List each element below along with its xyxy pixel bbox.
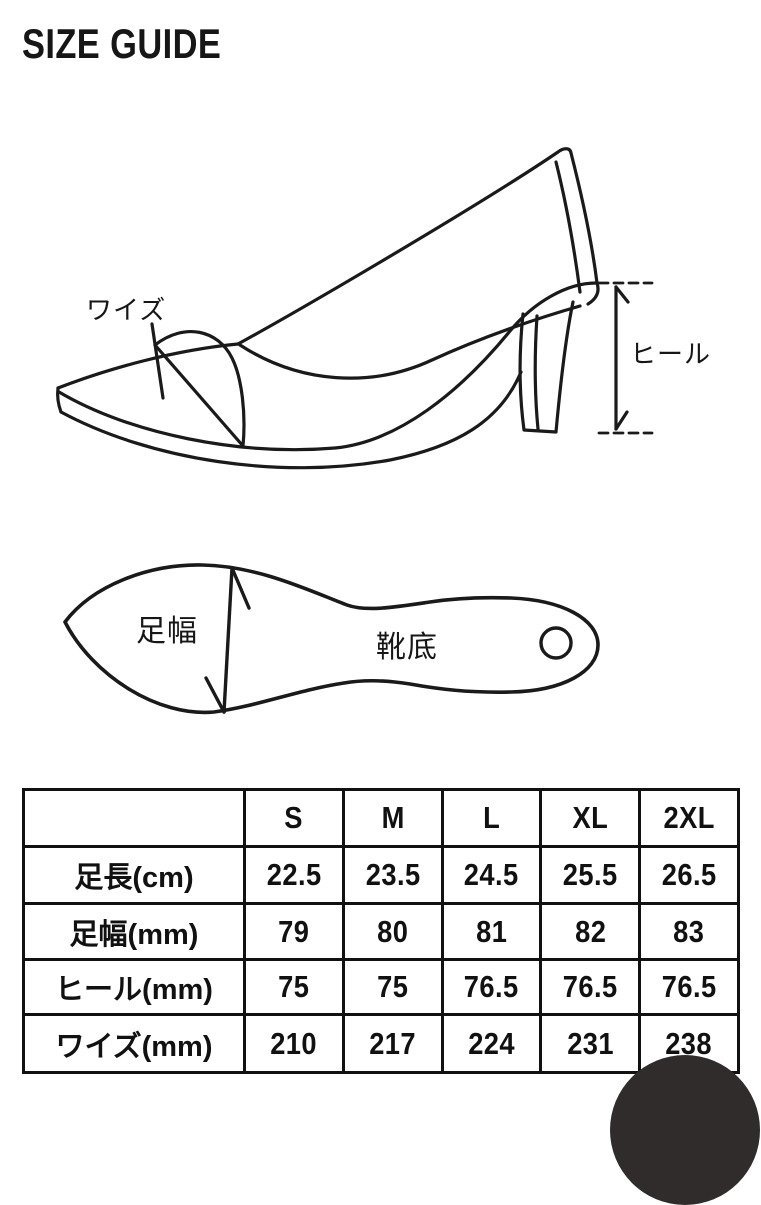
table-cell: 79 <box>243 902 345 961</box>
column-header-m: M <box>341 788 444 848</box>
cell-value: 224 <box>468 1025 515 1061</box>
cell-value: 22.5 <box>266 857 322 892</box>
sole-label: 靴底 <box>376 631 438 664</box>
cell-value: 210 <box>270 1025 318 1061</box>
column-header-l: L <box>440 788 543 848</box>
column-header-label: 2XL <box>663 800 715 835</box>
foot-width-dimension-line <box>222 566 234 714</box>
table-cell: 82 <box>539 902 642 961</box>
corner-cell <box>22 788 246 848</box>
column-header-label: S <box>284 800 304 835</box>
table-cell: 80 <box>341 902 444 961</box>
cell-value: 76.5 <box>464 969 519 1004</box>
page-title: SIZE GUIDE <box>22 20 265 68</box>
waist-girth-label: ワイズ <box>86 295 167 325</box>
sole-bottom-view-figure <box>63 563 600 715</box>
table-cell: 76.5 <box>539 958 642 1016</box>
foot-width-label: 足幅 <box>136 615 198 648</box>
table-row-foot-length: 足長(cm) 22.5 23.5 24.5 25.5 26.5 <box>22 845 740 905</box>
table-cell: 83 <box>638 902 740 961</box>
table-cell: 224 <box>440 1013 543 1074</box>
table-cell: 231 <box>539 1013 642 1074</box>
row-header: 足幅(mm) <box>22 902 246 961</box>
table-row-foot-width: 足幅(mm) 79 80 81 82 83 <box>22 902 740 961</box>
column-header-s: S <box>243 788 345 848</box>
table-cell: 23.5 <box>341 845 444 905</box>
heel-height-label: ヒール <box>630 339 712 369</box>
cell-value: 79 <box>278 913 310 949</box>
cell-value: 25.5 <box>562 857 618 892</box>
table-cell: 76.5 <box>440 958 543 1016</box>
row-header: 足長(cm) <box>22 845 246 905</box>
row-header: ヒール(mm) <box>22 958 246 1016</box>
cell-value: 75 <box>278 969 310 1004</box>
table-row-heel-height: ヒール(mm) 75 75 76.5 76.5 76.5 <box>22 958 740 1016</box>
cell-value: 75 <box>377 969 409 1004</box>
table-cell: 24.5 <box>440 845 543 905</box>
size-table: S M L XL 2XL 足長(cm) 22.5 23.5 24.5 25.5 … <box>22 788 740 1074</box>
row-label: ワイズ(mm) <box>55 1030 213 1063</box>
cell-value: 26.5 <box>661 857 717 892</box>
cell-value: 231 <box>566 1025 614 1061</box>
heel-hole <box>539 626 573 660</box>
size-guide-diagrams <box>56 147 654 715</box>
cell-value: 76.5 <box>562 969 618 1004</box>
size-table-header-row: S M L XL 2XL <box>22 788 740 848</box>
row-header: ワイズ(mm) <box>22 1013 246 1074</box>
size-guide-page: { "page": { "title": "SIZE GUIDE", "back… <box>22 20 760 1205</box>
cell-value: 24.5 <box>464 857 519 892</box>
table-cell: 217 <box>341 1013 444 1074</box>
table-cell: 22.5 <box>243 845 345 905</box>
table-cell: 26.5 <box>638 845 740 905</box>
table-cell: 25.5 <box>539 845 642 905</box>
cell-value: 23.5 <box>365 857 421 892</box>
column-header-2xl: 2XL <box>638 788 740 848</box>
column-header-label: M <box>381 800 405 835</box>
column-header-xl: XL <box>539 788 642 848</box>
table-cell: 75 <box>243 958 345 1016</box>
table-cell: 81 <box>440 902 543 961</box>
table-row-waist-girth: ワイズ(mm) 210 217 224 231 238 <box>22 1013 740 1074</box>
cell-value: 81 <box>475 913 508 949</box>
row-label: ヒール(mm) <box>55 974 213 1006</box>
pump-side-view-figure <box>56 147 654 470</box>
row-label: 足長(cm) <box>74 862 194 894</box>
cell-value: 80 <box>377 913 409 949</box>
table-cell: 75 <box>341 958 444 1016</box>
cell-value: 238 <box>665 1025 713 1061</box>
cell-value: 83 <box>673 913 705 949</box>
column-header-label: L <box>482 800 501 835</box>
page-title-text: SIZE GUIDE <box>22 20 222 67</box>
cell-value: 76.5 <box>661 969 717 1004</box>
row-label: 足幅(mm) <box>69 918 199 951</box>
floating-action-button[interactable] <box>610 1055 760 1205</box>
table-cell: 210 <box>243 1013 345 1074</box>
cell-value: 82 <box>574 913 606 949</box>
column-header-label: XL <box>572 800 609 835</box>
cell-value: 217 <box>369 1025 417 1061</box>
table-cell: 76.5 <box>638 958 740 1016</box>
